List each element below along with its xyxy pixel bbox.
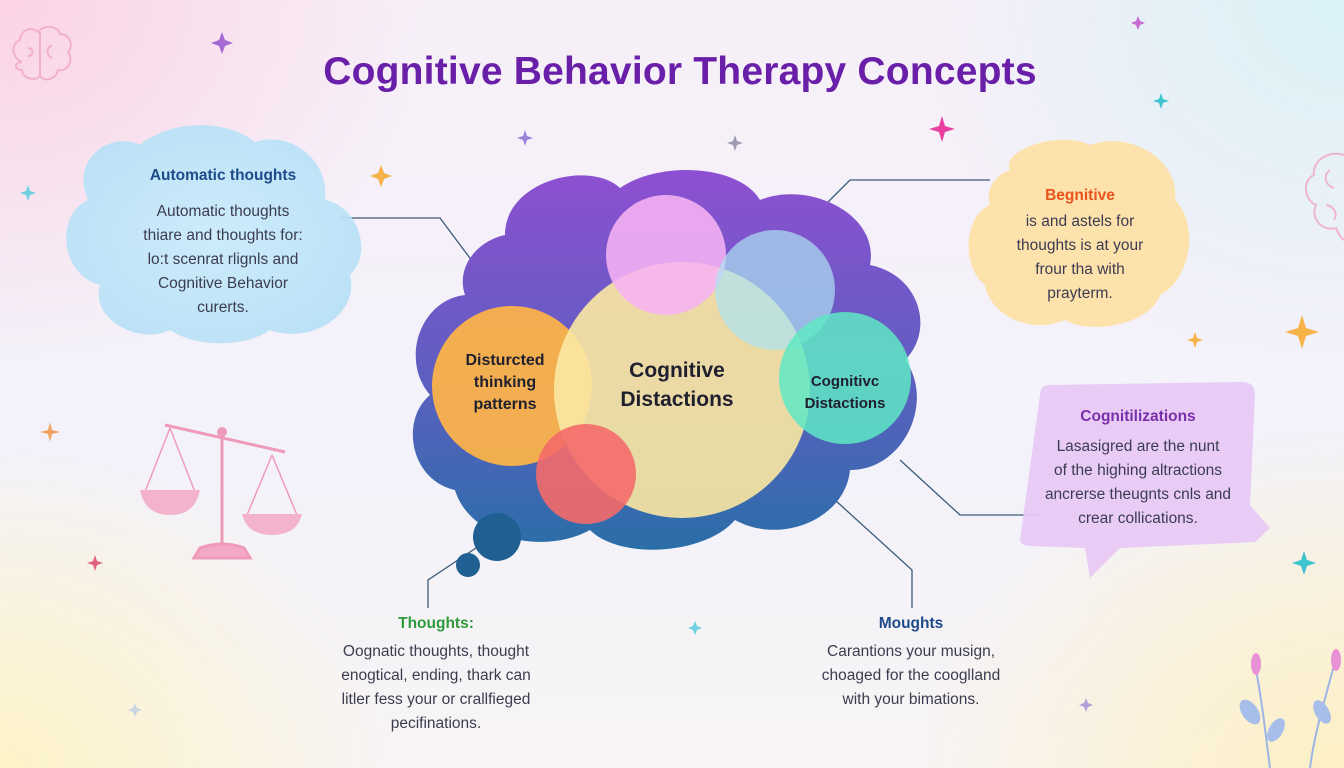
callout-begnitive: Begnitive is and astels for thoughts is … [990,184,1170,306]
callout-line: Cognitive Behavior [157,275,289,292]
sparkle-icon [87,555,103,571]
node-main-label: Cognitive Distactions [582,356,772,414]
node-left-line: Disturcted [465,352,545,369]
circle-orange [432,306,592,466]
node-left-line: thinking [473,374,537,391]
callout-line: pecifinations. [390,715,482,732]
callout-line: thiare and thoughts for: [143,227,303,244]
callout-automatic: Automatic thoughts Automatic thoughts th… [115,164,331,320]
leaf-icon [1239,649,1341,768]
callout-cognitilizations: Cognitilizations Lasasigred are the nunt… [1035,405,1241,531]
sparkle-icon [1285,315,1319,349]
callout-cognitilizations-body: Lasasigred are the nunt of the highing a… [1035,435,1241,531]
bubble-begnitive [968,139,1190,327]
sparkle-icon [688,621,702,635]
sparkle-icon [1131,16,1145,30]
node-left-line: patterns [473,396,537,413]
callout-line: crear collications. [1078,510,1198,527]
sparkle-icon [517,130,533,146]
callout-line: frour tha with [1035,261,1125,278]
callout-thoughts-heading: Thoughts: [398,615,474,632]
callout-line: is and astels for [1025,213,1135,230]
node-main-line: Cognitive [629,359,725,382]
callout-line: Oognatic thoughts, thought [342,643,530,660]
concept-circles [432,195,911,524]
callout-begnitive-body: is and astels for thoughts is at your fr… [990,210,1170,306]
callout-thoughts: Thoughts: Oognatic thoughts, thought eno… [328,612,544,736]
thought-bubble-small [456,553,480,577]
sparkle-icon [370,165,392,187]
callout-automatic-body: Automatic thoughts thiare and thoughts f… [115,200,331,320]
sparkle-icon [929,116,955,142]
scales-icon [140,423,302,560]
sparkle-icon [1292,551,1316,575]
callout-line: Lasasigred are the nunt [1056,438,1220,455]
callout-line: litler fess your or crallfieged [341,691,531,708]
callout-moughts: Moughts Carantions your musign, choaged … [808,612,1014,712]
circle-pink [606,195,726,315]
connector-moughts [834,499,913,608]
bubble-automatic [66,125,362,344]
node-main-line: Distactions [620,388,734,411]
callout-line: curerts. [197,299,249,316]
node-right-line: Distactions [804,395,886,412]
node-right-line: Cognitivc [810,373,880,390]
callout-line: Carantions your musign, [827,643,995,660]
sparkle-icon [727,135,743,151]
callout-line: choaged for the cooglland [821,667,1001,684]
sparkle-icons [20,16,1319,717]
sparkle-icon [1153,93,1169,109]
bubble-cognitilizations [1020,382,1270,578]
sparkle-icon [128,703,142,717]
callout-moughts-heading: Moughts [878,615,944,632]
node-left-label: Disturcted thinking patterns [445,350,565,416]
callout-line: prayterm. [1047,285,1113,302]
node-right-label: Cognitivc Distactions [785,371,905,415]
brain-icon [12,26,72,81]
connector-cognitilizations [899,459,1040,516]
callout-line: ancrerse theugnts cnls and [1044,486,1232,503]
circle-red [536,424,636,524]
sparkle-icon [211,32,233,54]
sparkle-icon [1079,698,1093,712]
callout-line: with your bimations. [842,691,980,708]
page-title: Cognitive Behavior Therapy Concepts [323,50,1037,93]
callout-cognitilizations-heading: Cognitilizations [1080,408,1196,425]
brain-icon-right [1305,152,1344,241]
sparkle-icon [20,185,36,201]
thought-bubble-large [473,513,521,561]
circle-mint [779,312,911,444]
callout-line: Automatic thoughts [156,203,290,220]
callout-automatic-heading: Automatic thoughts [149,167,297,184]
circle-blue [715,230,835,350]
callout-line: thoughts is at your [1016,237,1144,254]
callout-line: lo:t scenrat rlignls and [147,251,299,268]
callout-line: enogtical, ending, thark can [341,667,531,684]
callout-line: of the highing altractions [1053,462,1223,479]
sparkle-icon [40,422,60,442]
callout-begnitive-heading: Begnitive [1045,187,1115,204]
sparkle-icon [1187,332,1203,348]
callout-thoughts-body: Oognatic thoughts, thought enogtical, en… [328,640,544,736]
callout-moughts-body: Carantions your musign, choaged for the … [808,640,1014,712]
